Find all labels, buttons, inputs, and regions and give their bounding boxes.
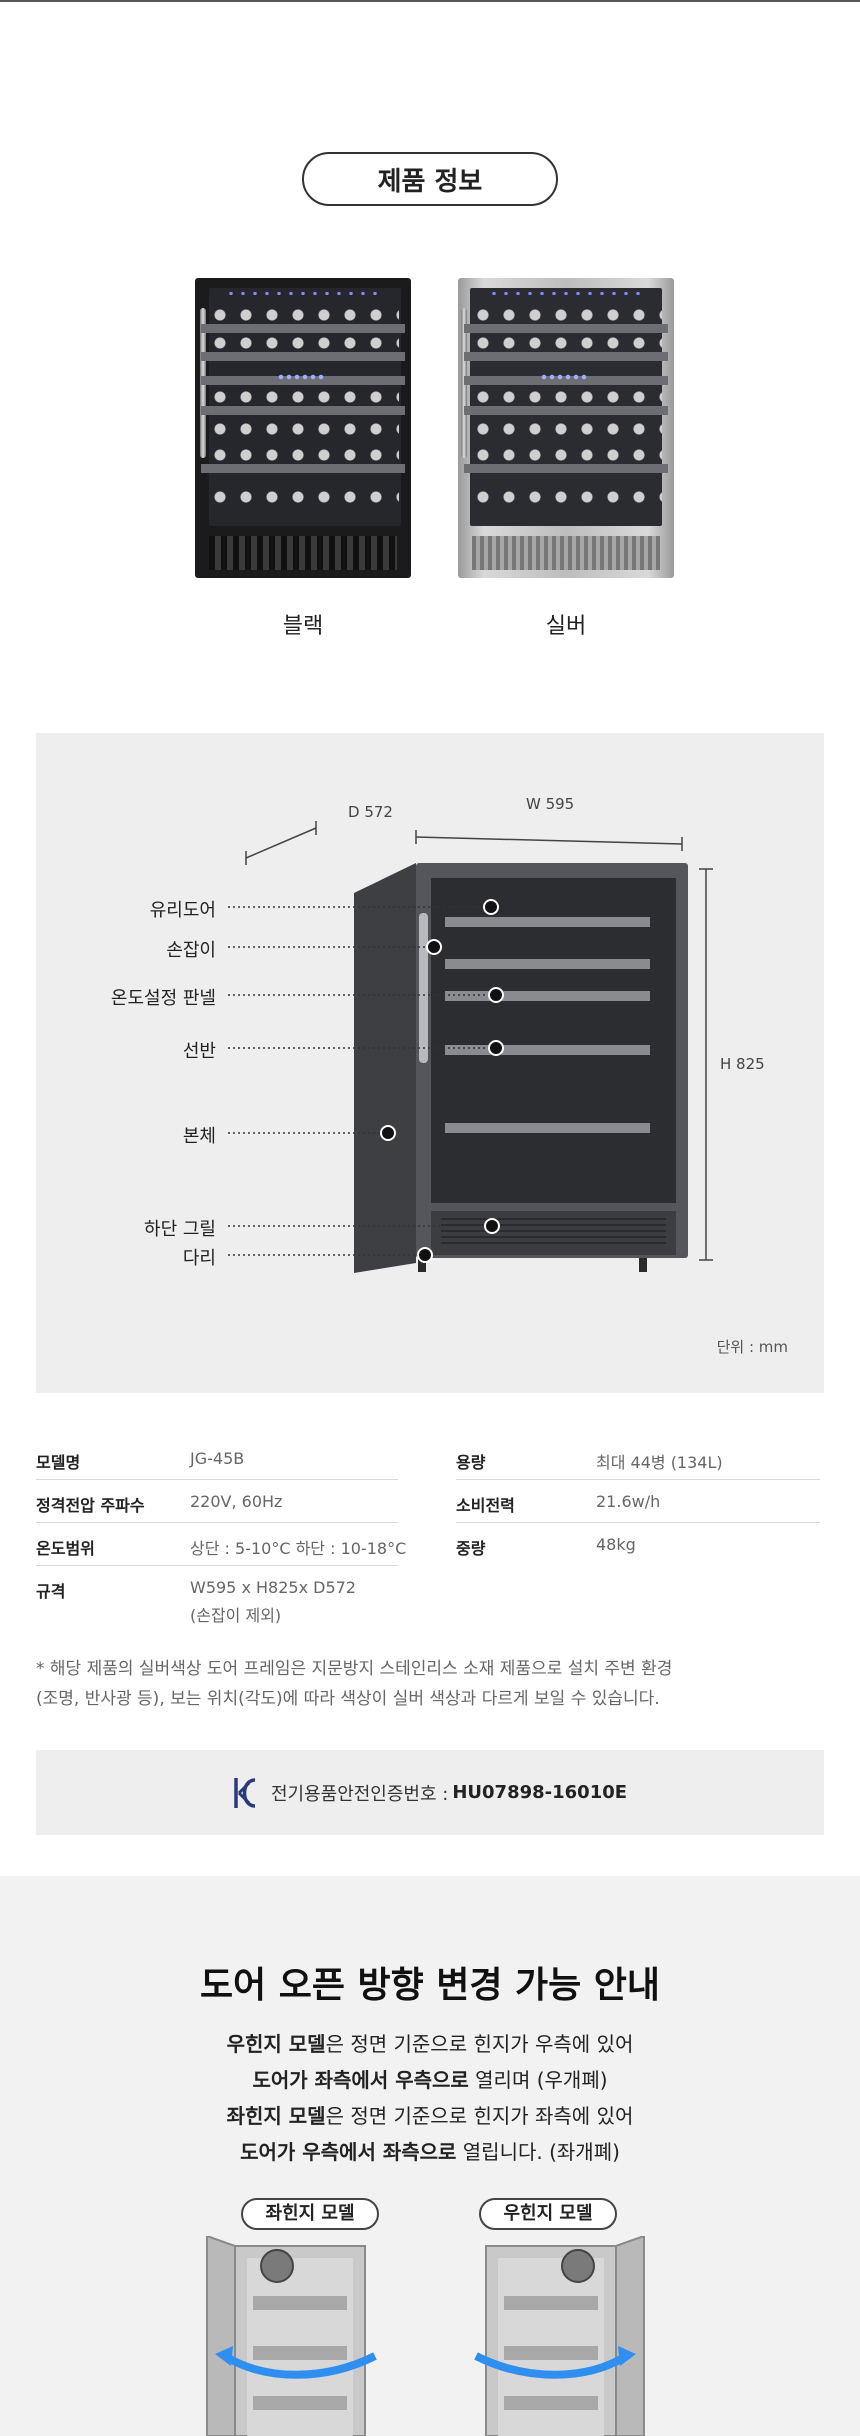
part-label-temp-panel: 온도설정 판넬 <box>110 988 216 1009</box>
door-guide-section: 도어 오픈 방향 변경 가능 안내 우힌지 모델은 정면 기준으로 힌지가 우측… <box>0 1876 860 2436</box>
certification-box: 전기용품안전인증번호 : HU07898-16010E <box>36 1750 824 1835</box>
part-label-glass-door: 유리도어 <box>149 900 216 921</box>
product-image-silver <box>458 278 674 578</box>
spec-row-voltage: 정격전압 주파수 220V, 60Hz <box>36 1480 398 1523</box>
unit-label: 단위 : mm <box>716 1338 788 1356</box>
part-label-bottom-grill: 하단 그릴 <box>144 1219 216 1240</box>
door-guide-title: 도어 오픈 방향 변경 가능 안내 <box>199 1965 661 2006</box>
product-label-black: 블랙 <box>282 614 324 639</box>
section-title: 제품 정보 <box>302 152 558 206</box>
product-label-silver: 실버 <box>545 614 587 639</box>
part-label-body: 본체 <box>182 1126 216 1147</box>
right-hinge-model-label: 우힌지 모델 <box>479 2198 617 2230</box>
spec-row-weight: 중량 48kg <box>456 1535 636 1558</box>
spec-row-capacity: 용량 최대 44병 (134L) <box>456 1437 820 1480</box>
fridge-dimension-drawing <box>228 821 713 1273</box>
right-hinge-fridge-image <box>474 2236 645 2436</box>
dimension-diagram: D 572 W 595 H 825 유리도어 손잡이 온도설정 판넬 선반 본체… <box>36 733 824 1393</box>
left-hinge-fridge-image <box>206 2236 377 2436</box>
width-dimension: W 595 <box>526 795 575 813</box>
spec-row-size: 규격 W595 x H825x D572 (손잡이 제외) <box>36 1578 356 1625</box>
depth-dimension: D 572 <box>348 803 393 821</box>
color-note: * 해당 제품의 실버색상 도어 프레임은 지문방지 스테인리스 소재 제품으로… <box>36 1659 673 1709</box>
spec-row-temperature: 온도범위 상단 : 5-10°C 하단 : 10-18°C <box>36 1523 406 1566</box>
certification-label: 전기용품안전인증번호 : <box>270 1783 449 1805</box>
door-guide-description: 우힌지 모델은 정면 기준으로 힌지가 우측에 있어 도어가 좌측에서 우측으로… <box>226 2032 634 2164</box>
left-hinge-model-label: 좌힌지 모델 <box>241 2198 379 2230</box>
height-dimension: H 825 <box>720 1055 765 1073</box>
product-image-black <box>195 278 411 578</box>
part-label-leg: 다리 <box>182 1248 216 1269</box>
top-divider <box>0 0 860 2</box>
kc-mark-icon <box>234 1777 256 1808</box>
certification-code: HU07898-16010E <box>452 1782 628 1803</box>
part-label-shelf: 선반 <box>182 1041 216 1062</box>
part-label-handle: 손잡이 <box>166 940 216 961</box>
spec-row-power: 소비전력 21.6w/h <box>456 1480 820 1523</box>
spec-row-model: 모델명 JG-45B <box>36 1437 398 1480</box>
